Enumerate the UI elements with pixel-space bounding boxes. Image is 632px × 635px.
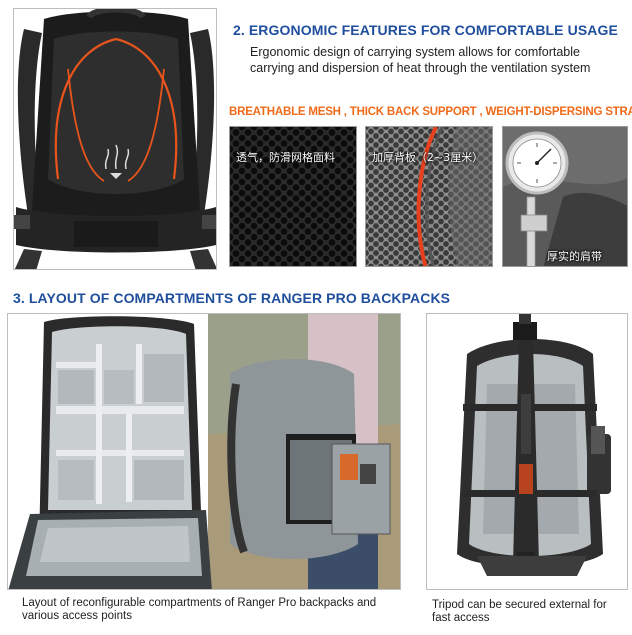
- breathable-mesh-label: 透气，防滑网格面料: [236, 151, 335, 164]
- tripod-caption-line1: Tripod can be secured external for: [432, 599, 607, 611]
- breathable-mesh-panel: 透气，防滑网格面料: [229, 126, 357, 267]
- compartments-caption-line2: various access points: [22, 610, 132, 622]
- caliper-strap-illustration: [503, 127, 627, 266]
- compartments-caption: Layout of reconfigurable compartments of…: [22, 597, 402, 623]
- thick-back-support-panel: 加厚背板（2~3厘米）: [365, 126, 493, 267]
- compartments-caption-line1: Layout of reconfigurable compartments of…: [22, 597, 377, 609]
- shoulder-strap-label: 厚实的肩带: [547, 250, 602, 263]
- compartments-illustration: [8, 314, 400, 589]
- tripod-backpack-illustration: [427, 314, 627, 589]
- backpack-back-illustration: [14, 9, 216, 269]
- section2-description-line1: Ergonomic design of carrying system allo…: [250, 45, 580, 59]
- tripod-caption-line2: fast access: [432, 612, 490, 624]
- features-label: BREATHABLE MESH , THICK BACK SUPPORT , W…: [229, 106, 632, 118]
- tripod-photo: [426, 313, 628, 590]
- thick-back-support-label: 加厚背板（2~3厘米）: [372, 151, 484, 164]
- compartments-photo: [7, 313, 401, 590]
- section2-title: 2. ERGONOMIC FEATURES FOR COMFORTABLE US…: [233, 22, 618, 38]
- section2-description-line2: carrying and dispersion of heat through …: [250, 61, 591, 75]
- back-support-edge-illustration: [416, 127, 492, 266]
- backpack-back-photo: [13, 8, 217, 270]
- section3-title: 3. LAYOUT OF COMPARTMENTS OF RANGER PRO …: [13, 290, 451, 306]
- tripod-caption: Tripod can be secured external for fast …: [432, 599, 628, 625]
- shoulder-strap-panel: 厚实的肩带: [502, 126, 628, 267]
- section2-description: Ergonomic design of carrying system allo…: [250, 44, 630, 76]
